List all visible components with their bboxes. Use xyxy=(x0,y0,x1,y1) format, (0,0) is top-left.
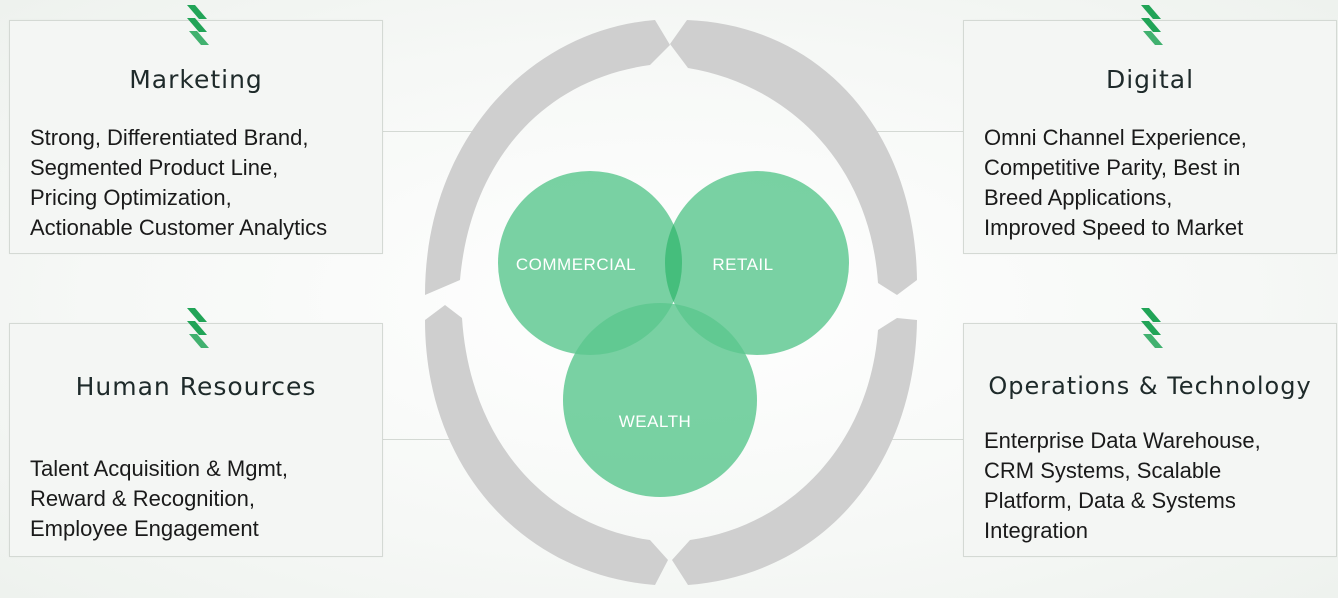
panel-body: Enterprise Data Warehouse, CRM Systems, … xyxy=(984,426,1328,546)
cycle-ring xyxy=(425,20,917,585)
venn-label-commercial: COMMERCIAL xyxy=(516,255,636,274)
venn-circle-retail xyxy=(665,171,849,355)
panel-line: Enterprise Data Warehouse, xyxy=(984,428,1261,453)
chevron-mark-icon xyxy=(1141,308,1163,348)
panel-line: Competitive Parity, Best in xyxy=(984,155,1241,180)
cycle-arrow-top-right-icon xyxy=(670,20,917,295)
venn-label-retail: RETAIL xyxy=(712,255,773,274)
panel-body: Talent Acquisition & Mgmt, Reward & Reco… xyxy=(30,454,374,544)
panel-line: Pricing Optimization, xyxy=(30,185,232,210)
panel-line: Strong, Differentiated Brand, xyxy=(30,125,309,150)
panel-title: Digital xyxy=(1105,65,1195,94)
panel-title: Human Resources xyxy=(75,372,317,401)
panel-title: Operations & Technology xyxy=(988,372,1312,400)
panel-line: Actionable Customer Analytics xyxy=(30,215,328,240)
panel-line: Employee Engagement xyxy=(30,516,259,541)
connector-human-resources xyxy=(382,439,472,440)
venn-label-wealth: WEALTH xyxy=(619,412,692,431)
panel-title: Marketing xyxy=(129,65,263,94)
chevron-mark-icon xyxy=(187,308,209,348)
panel-line: Platform, Data & Systems xyxy=(984,488,1236,513)
cycle-arrow-bottom-right-icon xyxy=(672,318,917,585)
panel-body: Strong, Differentiated Brand, Segmented … xyxy=(30,123,374,243)
connector-operations xyxy=(872,439,964,440)
panel-line: CRM Systems, Scalable xyxy=(984,458,1222,483)
panel-line: Integration xyxy=(984,518,1088,543)
panel-line: Breed Applications, xyxy=(984,185,1173,210)
panel-line: Talent Acquisition & Mgmt, xyxy=(30,456,289,481)
panel-line: Improved Speed to Market xyxy=(984,215,1244,240)
connector-marketing xyxy=(382,131,472,132)
chevron-mark-icon xyxy=(187,5,209,45)
cycle-arrow-top-left-icon xyxy=(425,20,670,295)
panel-line: Segmented Product Line, xyxy=(30,155,279,180)
panel-marketing: Marketing Strong, Differentiated Brand, … xyxy=(9,5,383,254)
panel-body: Omni Channel Experience, Competitive Par… xyxy=(984,123,1328,243)
chevron-mark-icon xyxy=(1141,5,1163,45)
venn xyxy=(498,171,849,497)
panel-operations-technology: Operations & Technology Enterprise Data … xyxy=(963,308,1337,557)
connector-digital xyxy=(872,131,964,132)
venn-circle-wealth xyxy=(563,303,757,497)
panel-human-resources: Human Resources Talent Acquisition & Mgm… xyxy=(9,308,383,557)
panel-line: Omni Channel Experience, xyxy=(984,125,1247,150)
panel-digital: Digital Omni Channel Experience, Competi… xyxy=(963,5,1337,254)
panel-line: Reward & Recognition, xyxy=(30,486,256,511)
cycle-arrow-bottom-left-icon xyxy=(425,305,668,585)
